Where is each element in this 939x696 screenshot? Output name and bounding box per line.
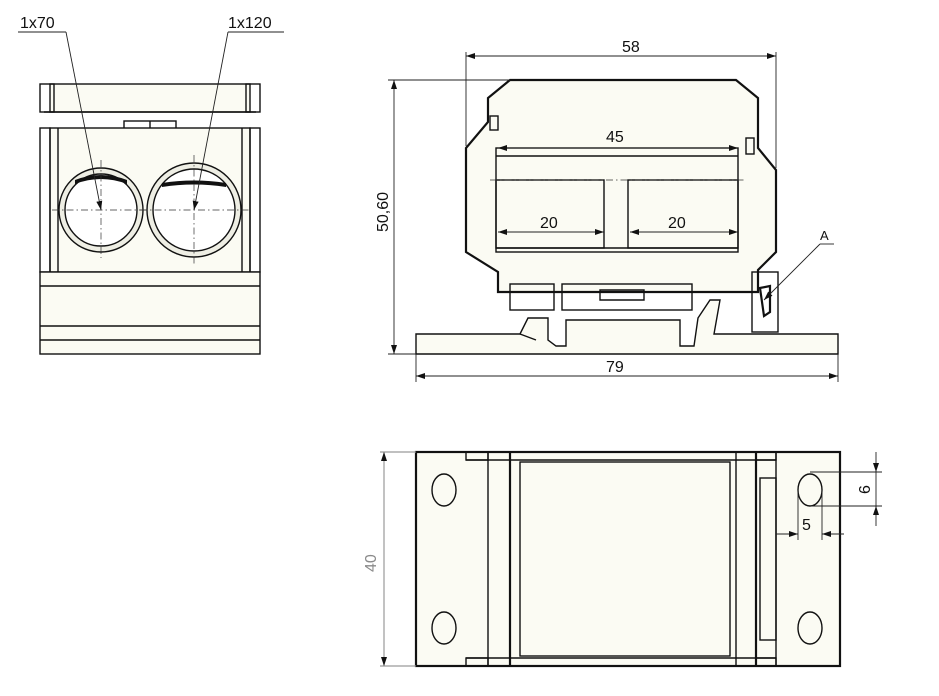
detail-a-text: A bbox=[820, 228, 829, 243]
dim-20-left: 20 bbox=[498, 215, 604, 235]
dim-79-text: 79 bbox=[606, 359, 624, 376]
front-view: 1x70 1x120 bbox=[18, 15, 284, 355]
dim-45: 45 bbox=[498, 129, 738, 151]
dim-50-60: 50,60 bbox=[375, 79, 510, 355]
leader-1x120: 1x120 bbox=[192, 15, 284, 211]
detail-a-leader: A bbox=[763, 228, 834, 301]
dim-58-text: 58 bbox=[622, 39, 640, 56]
dim-20-right: 20 bbox=[630, 215, 738, 235]
dim-5: 5 bbox=[776, 490, 844, 540]
dim-20-left-text: 20 bbox=[540, 215, 558, 232]
mount-hole-br bbox=[797, 611, 823, 645]
dim-40-text: 40 bbox=[363, 554, 380, 572]
top-view: 40 6 5 bbox=[363, 450, 882, 668]
leader-1x70: 1x70 bbox=[18, 15, 103, 211]
dim-5-text: 5 bbox=[802, 517, 811, 534]
mount-hole-tl bbox=[431, 473, 457, 507]
dim-50-60-text: 50,60 bbox=[375, 192, 392, 232]
side-view: 58 45 20 20 50,60 79 bbox=[375, 39, 839, 382]
dim-58: 58 bbox=[465, 39, 777, 168]
dim-45-text: 45 bbox=[606, 129, 624, 146]
label-1x120: 1x120 bbox=[228, 15, 272, 32]
mount-hole-bl bbox=[431, 611, 457, 645]
label-1x70: 1x70 bbox=[20, 15, 55, 32]
dim-79: 79 bbox=[415, 354, 839, 382]
dim-6-text: 6 bbox=[857, 485, 874, 494]
dim-20-right-text: 20 bbox=[668, 215, 686, 232]
dim-40: 40 bbox=[363, 451, 416, 667]
